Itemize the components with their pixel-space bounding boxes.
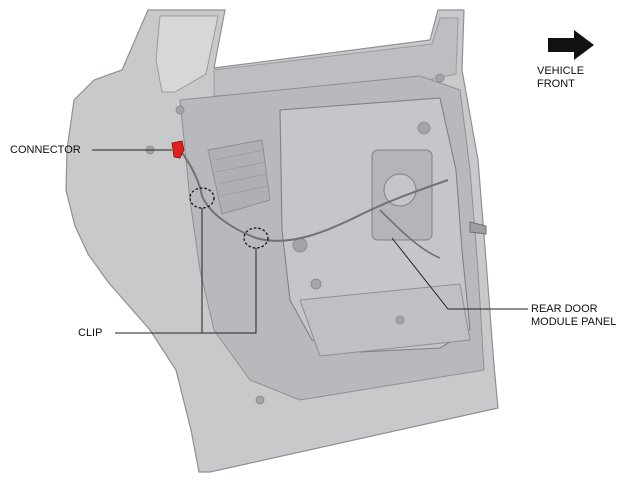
- rear-door-module-panel-label: REAR DOOR MODULE PANEL: [531, 303, 617, 328]
- clip-label: CLIP: [78, 327, 103, 339]
- arrow-right-icon: [548, 30, 594, 60]
- module-panel-leader: [391, 237, 528, 310]
- wire-harness-branch: [379, 209, 441, 259]
- lower-pocket: [299, 283, 471, 357]
- check-link: [469, 221, 487, 235]
- leader-lines: [92, 149, 528, 334]
- grille-lines: [213, 149, 269, 197]
- clip-marker-lower: [243, 227, 269, 249]
- clip-leader: [115, 248, 257, 334]
- rear-door-illustration: [65, 9, 499, 473]
- connector-label: CONNECTOR: [10, 144, 81, 156]
- clip-marker-upper: [189, 187, 215, 209]
- vehicle-front-label: VEHICLE FRONT: [537, 65, 585, 90]
- window-frame: [155, 15, 219, 93]
- latch-gear: [383, 173, 417, 207]
- connector-part: [171, 140, 185, 159]
- wire-harness: [179, 149, 449, 242]
